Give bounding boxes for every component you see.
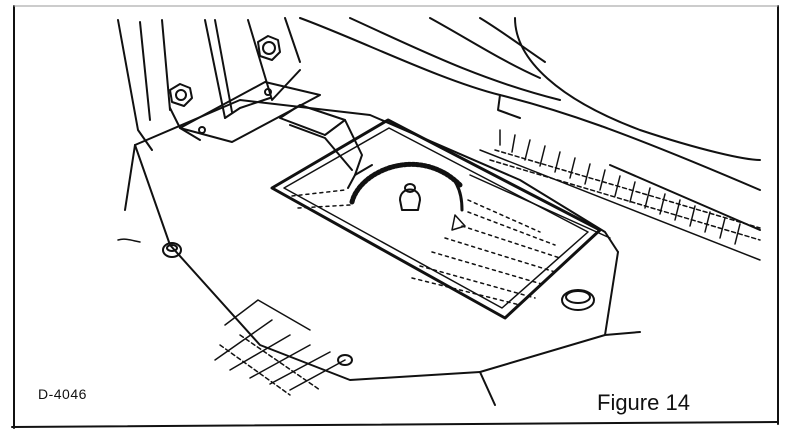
figure-caption: Figure 14 bbox=[597, 390, 690, 415]
plate-print-lines bbox=[291, 189, 561, 306]
release-lever bbox=[279, 104, 373, 189]
round-plug bbox=[561, 289, 595, 311]
cabinet-bolt-bottom bbox=[337, 354, 353, 366]
drum-housing bbox=[299, 17, 761, 231]
cabinet-top bbox=[124, 99, 641, 406]
grating-bottom bbox=[214, 299, 346, 396]
figure-border bbox=[11, 5, 779, 429]
hex-bolt-right bbox=[257, 35, 281, 61]
cable bbox=[117, 238, 141, 243]
hex-bolt-left bbox=[169, 83, 193, 107]
caution-plate bbox=[270, 118, 602, 320]
brake-scale-arc bbox=[349, 161, 466, 231]
cabinet-bolt-left bbox=[162, 242, 182, 258]
drawing-code-label: D-4046 bbox=[38, 386, 87, 402]
adjustment-knob bbox=[399, 183, 421, 211]
mounting-plate bbox=[179, 81, 321, 143]
grating-right bbox=[469, 129, 761, 261]
